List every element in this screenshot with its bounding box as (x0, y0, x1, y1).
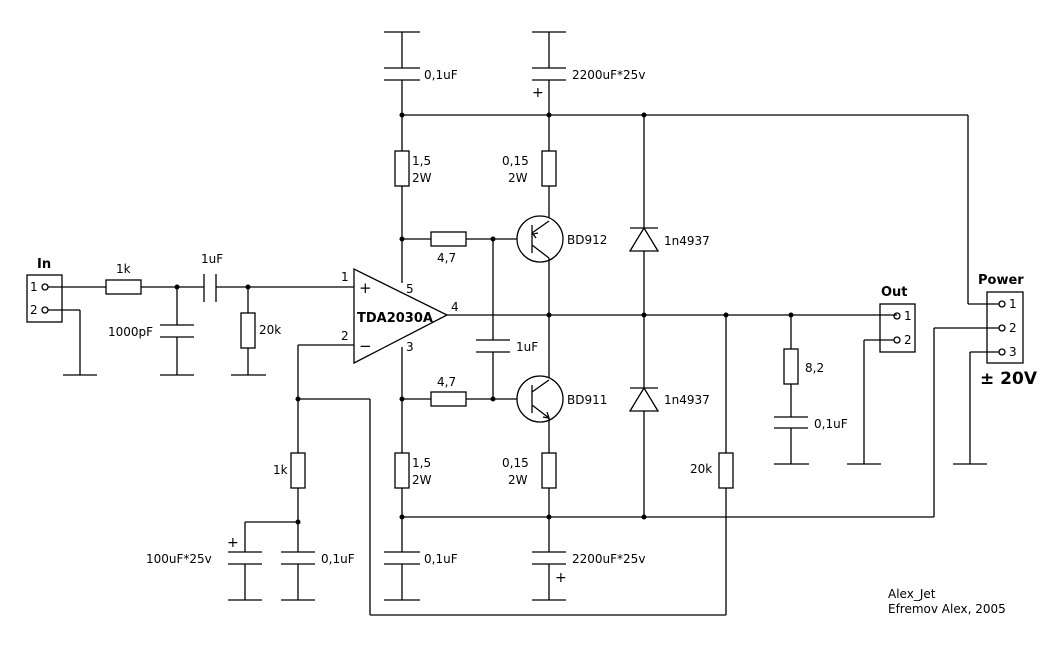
resistor-base-bottom (430, 391, 467, 407)
resistor-bottom-right-value: 0,15 (502, 456, 529, 470)
output-pin-1-label: 1 (904, 309, 912, 323)
power-pin-3-label: 3 (1009, 345, 1017, 359)
output-pin-1-terminal (893, 312, 901, 320)
power-pin-1-label: 1 (1009, 297, 1017, 311)
capacitor-zobel-label: 0,1uF (814, 417, 848, 431)
capacitor-filter-label: 1000pF (108, 325, 153, 339)
credits: Alex_Jet Efremov Alex, 2005 (888, 587, 1006, 616)
power-pin-2-terminal (998, 324, 1006, 332)
input-pin-1-terminal (41, 283, 49, 291)
feedback-network: 1k + 100uF*25v 0,1uF (146, 344, 726, 616)
capacitor-bridge-label: 1uF (516, 340, 538, 354)
junction (546, 312, 552, 318)
power-pin-1-terminal (998, 300, 1006, 308)
resistor-top-right (541, 150, 557, 187)
capacitor-filter-1000pf: 1000pF (108, 284, 194, 376)
polarity-plus-label: + (555, 570, 567, 586)
resistor-bottom-right-power: 2W (508, 473, 528, 487)
power-connector: Power 1 2 3 ± 20V (953, 273, 1038, 465)
lower-supply: 4,7 BD911 1n4937 1,5 2W 0,15 2W (384, 327, 999, 601)
input-pin-2-terminal (41, 306, 49, 314)
input-connector-label: In (37, 257, 51, 272)
credit-author-nick: Alex_Jet (888, 587, 936, 601)
transistor-bd912-label: BD912 (567, 233, 607, 247)
resistor-bias-20k: 20k (231, 284, 281, 376)
capacitor-input-1uf: 1uF (201, 252, 223, 302)
capacitor-top-small-label: 0,1uF (424, 68, 458, 82)
resistor-base-top-label: 4,7 (437, 251, 456, 265)
capacitor-bottom-small-label: 0,1uF (424, 552, 458, 566)
polarity-plus-label: + (532, 85, 544, 101)
transistor-bd912: BD912 (516, 215, 607, 263)
resistor-bottom-right (541, 452, 557, 489)
ic-pin-1-label: 1 (341, 270, 349, 284)
capacitor-bottom-big-label: 2200uF*25v (572, 552, 645, 566)
resistor-bottom-left (394, 452, 410, 489)
upper-supply: 0,1uF 1,5 2W 4,7 + 2200uF*25v 0,15 2W (384, 31, 999, 517)
resistor-bias-label: 20k (259, 323, 281, 337)
power-pin-3-terminal (998, 348, 1006, 356)
diode-bottom: 1n4937 (628, 386, 710, 412)
resistor-bottom-left-power: 2W (412, 473, 432, 487)
resistor-top-left-power: 2W (412, 171, 432, 185)
input-pin-2-label: 2 (30, 303, 38, 317)
credit-author-name: Efremov Alex, 2005 (888, 602, 1006, 616)
power-pin-2-label: 2 (1009, 321, 1017, 335)
resistor-feedback-20k: 20k (690, 315, 734, 615)
capacitor-feedback-small-label: 0,1uF (321, 552, 355, 566)
ic-pin-2-label: 2 (341, 329, 349, 343)
capacitor-input-label: 1uF (201, 252, 223, 266)
ic-pin-4-label: 4 (451, 300, 459, 314)
junction (641, 312, 647, 318)
resistor-top-left (394, 150, 410, 187)
output-pin-2-label: 2 (904, 333, 912, 347)
output-connector: Out 1 2 (847, 285, 916, 465)
ic-inverting-sign: − (359, 337, 372, 355)
zobel-network: 8,2 0,1uF (774, 315, 848, 465)
resistor-input-1k: 1k (105, 262, 142, 295)
resistor-top-left-value: 1,5 (412, 154, 431, 168)
input-connector-body (26, 274, 63, 323)
resistor-top-right-power: 2W (508, 171, 528, 185)
resistor-bottom-left-value: 1,5 (412, 456, 431, 470)
resistor-zobel-label: 8,2 (805, 361, 824, 375)
resistor-zobel (783, 348, 799, 385)
capacitor-bridge: 1uF (476, 239, 538, 399)
resistor-base-top (430, 231, 467, 247)
resistor-top-right-value: 0,15 (502, 154, 529, 168)
resistor-input-label: 1k (116, 262, 131, 276)
diode-bottom-label: 1n4937 (664, 393, 710, 407)
polarity-plus-label: + (227, 535, 239, 551)
resistor-ground-1k (290, 452, 306, 489)
input-connector: In 1 2 (26, 257, 63, 323)
transistor-bd911-label: BD911 (567, 393, 607, 407)
ic-noninverting-sign: + (359, 279, 372, 297)
power-voltage-label: ± 20V (980, 369, 1038, 389)
output-pin-2-terminal (893, 336, 901, 344)
output-connector-label: Out (881, 285, 908, 300)
power-connector-label: Power (978, 273, 1024, 288)
junction (641, 514, 647, 520)
ic-pin-5-label: 5 (406, 282, 414, 296)
power-connector-body (986, 291, 1024, 364)
capacitor-feedback-electrolytic-label: 100uF*25v (146, 552, 212, 566)
capacitor-top-big-label: 2200uF*25v (572, 68, 645, 82)
junction (490, 396, 496, 402)
ic-tda2030a: TDA2030A + − 1 2 3 4 5 (341, 267, 459, 365)
resistor-base-bottom-label: 4,7 (437, 375, 456, 389)
transistor-bd911: BD911 (516, 375, 607, 423)
resistor-ground-label: 1k (273, 463, 288, 477)
ic-name-label: TDA2030A (357, 311, 433, 326)
output-connector-body (879, 303, 916, 353)
ic-pin-3-label: 3 (406, 340, 414, 354)
input-wiring (48, 286, 354, 376)
diode-top-label: 1n4937 (664, 234, 710, 248)
resistor-feedback-label: 20k (690, 462, 712, 476)
input-pin-1-label: 1 (30, 280, 38, 294)
output-rail (447, 312, 897, 318)
